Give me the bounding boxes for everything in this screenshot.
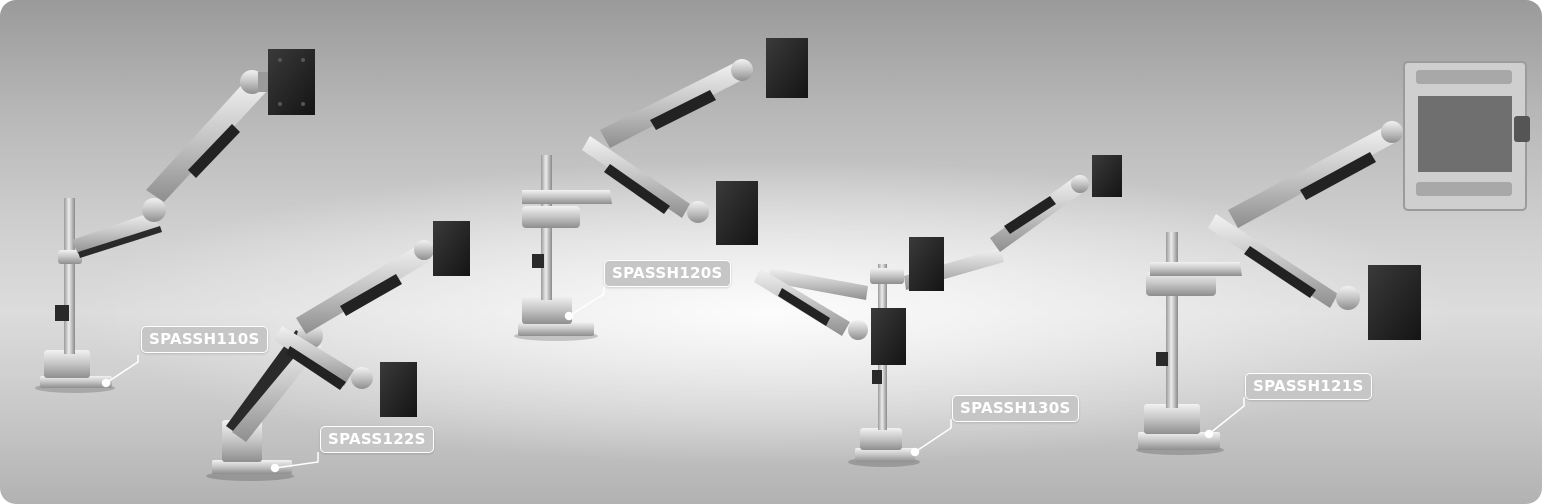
- product-label-spassh120s: SPASSH120S: [604, 260, 731, 287]
- laptop-tray-icon: [1403, 61, 1530, 211]
- label-connectors: [101, 286, 1245, 473]
- product-spassh110s: [35, 49, 315, 393]
- product-label-spassh110s: SPASSH110S: [141, 326, 268, 353]
- product-spassh130s: [754, 155, 1122, 467]
- product-label-spassh121s: SPASSH121S: [1245, 373, 1372, 400]
- product-spassh121s: [1136, 61, 1530, 455]
- product-spassh120s: [514, 38, 808, 341]
- product-label-spassh130s: SPASSH130S: [952, 395, 1079, 422]
- product-label-spass122s: SPASS122S: [320, 426, 434, 453]
